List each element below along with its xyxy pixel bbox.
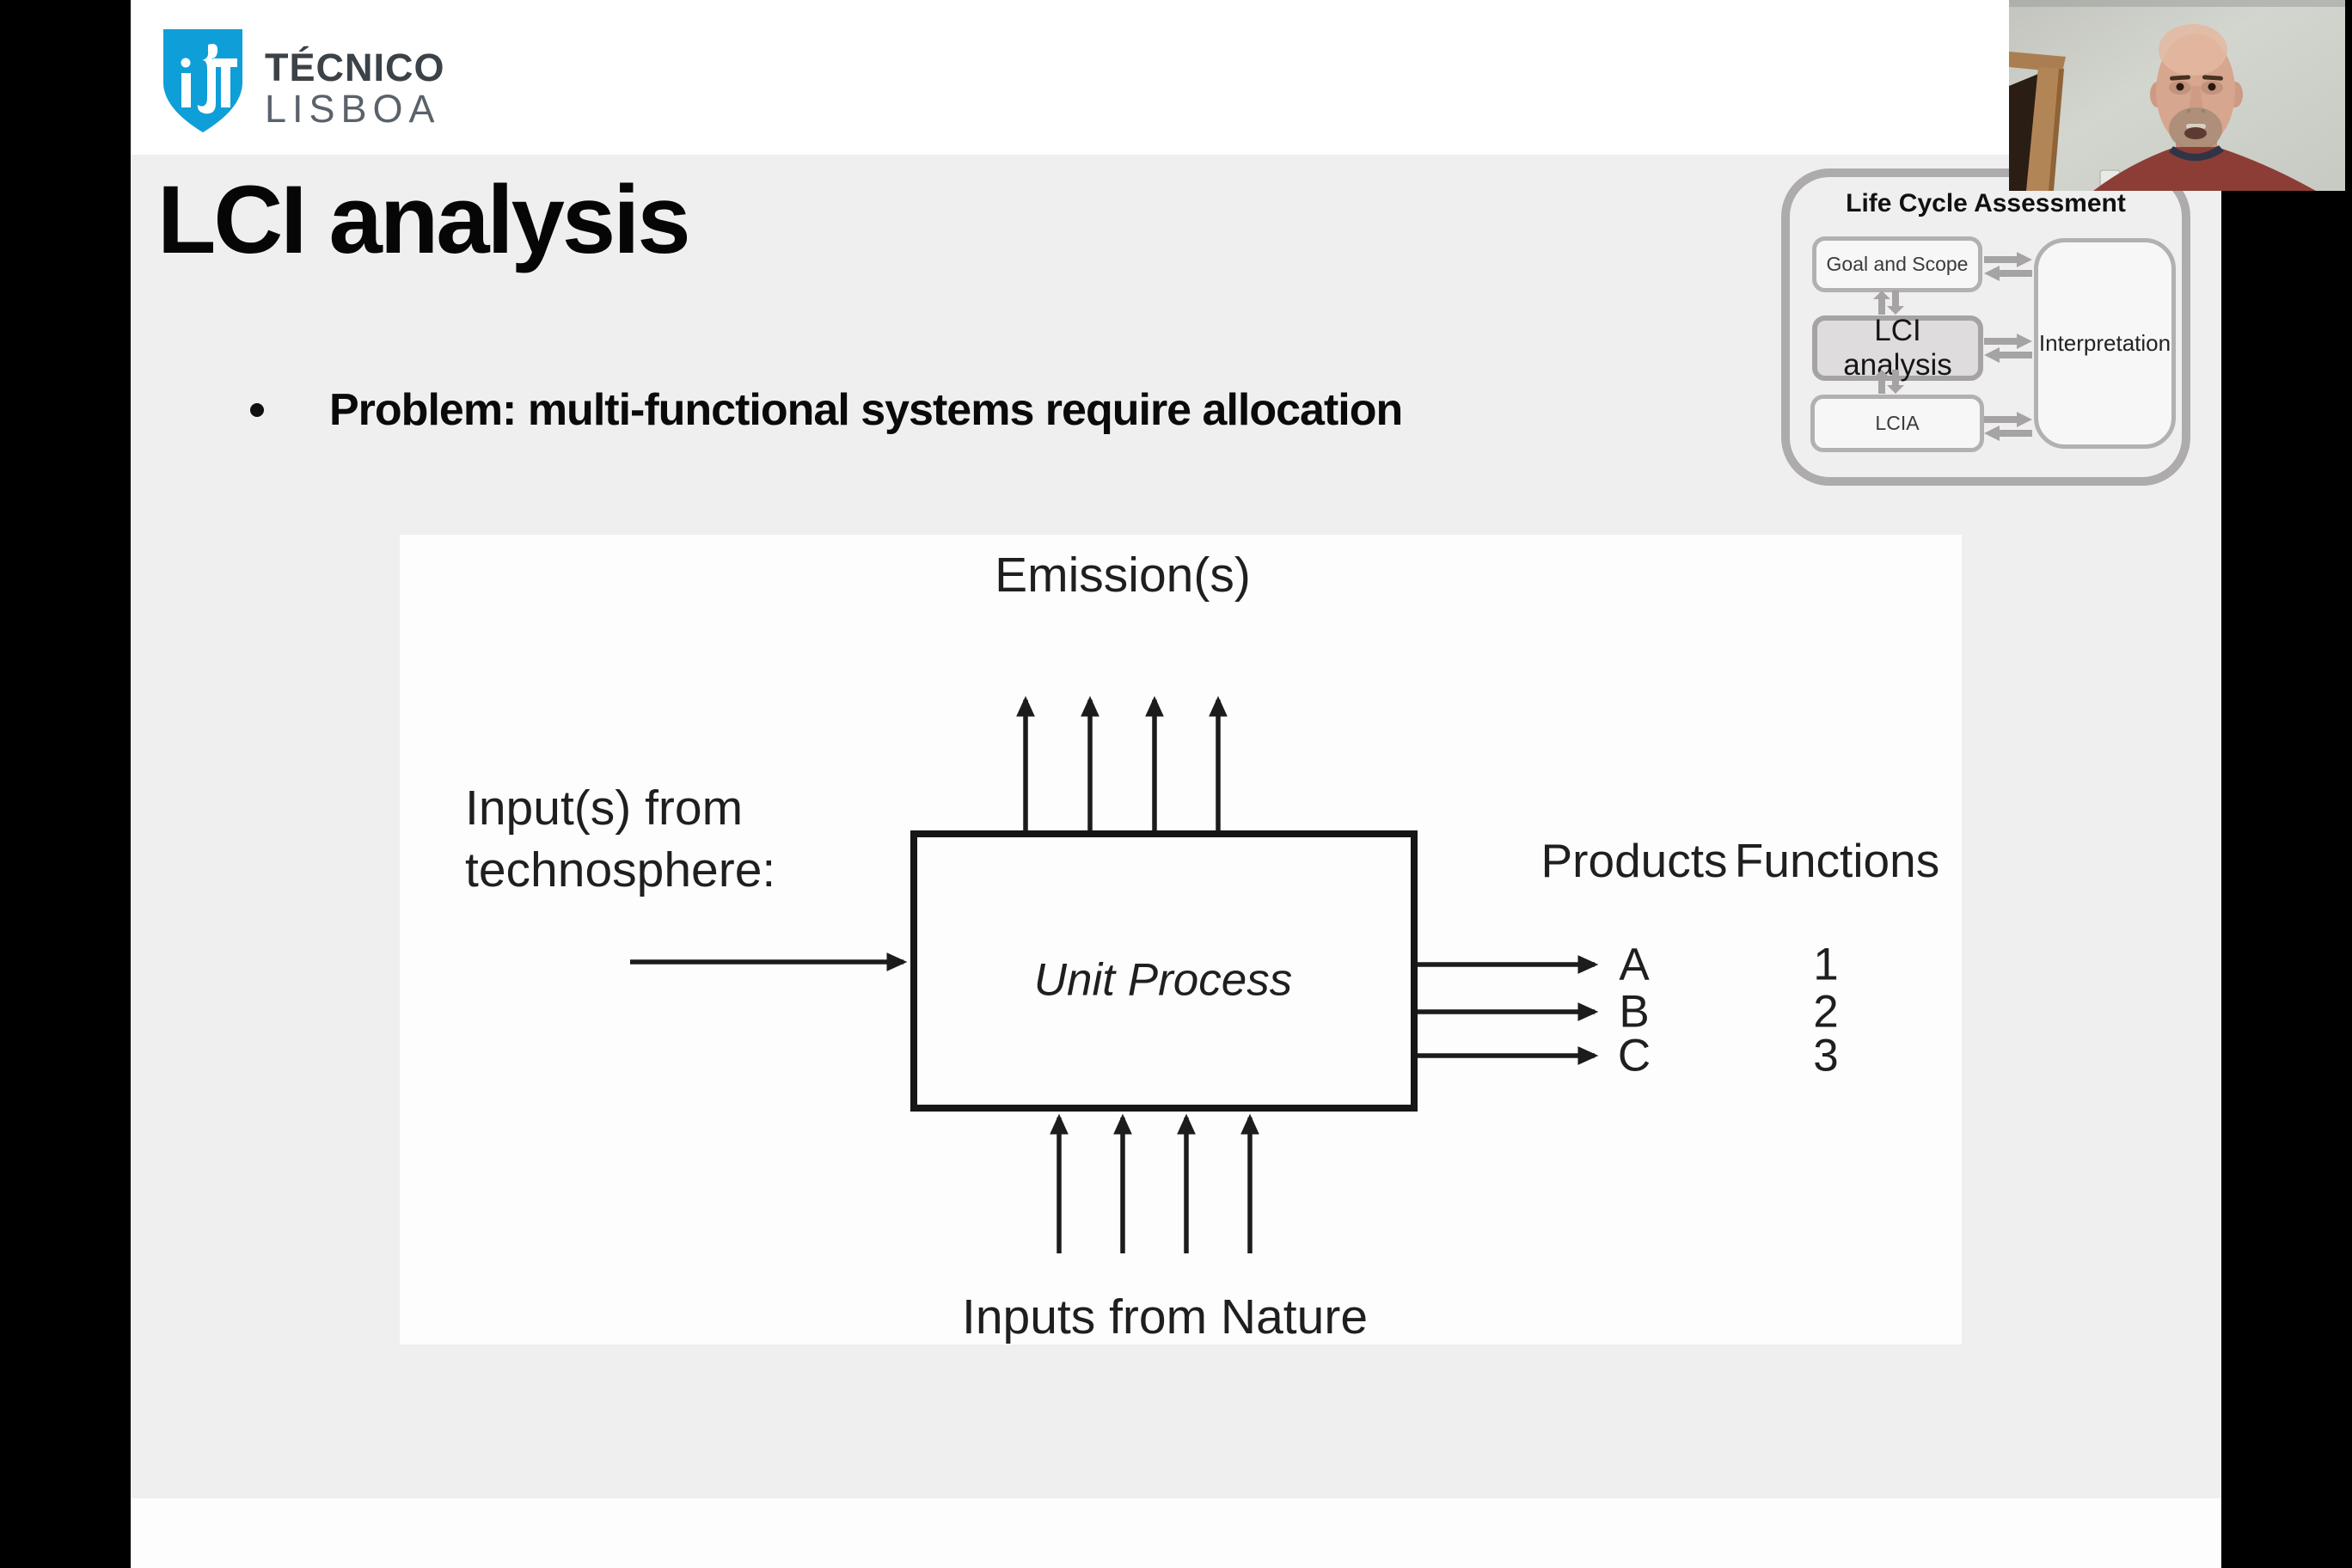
function-2: 2 <box>1813 986 1839 1038</box>
product-b: B <box>1619 986 1650 1038</box>
products-header: Products <box>1540 834 1728 887</box>
goal-and-scope-label: Goal and Scope <box>1826 253 1969 275</box>
unit-process-diagram: Emission(s) Input(s) from technosphere: … <box>400 535 1962 1344</box>
page-title: LCI analysis <box>157 166 691 273</box>
door <box>2009 52 2066 191</box>
ist-shield-icon <box>163 29 242 132</box>
emissions-label: Emission(s) <box>995 548 1251 603</box>
presenter-mouth <box>2184 127 2207 139</box>
presenter-shirt <box>2093 147 2316 191</box>
product-c: C <box>1617 1030 1651 1081</box>
technosphere-label-line1: Input(s) from <box>465 781 744 836</box>
presenter <box>2093 24 2316 191</box>
interpretation-box: Interpretation <box>2034 238 2176 449</box>
slide: TÉCNICO LISBOA LCI analysis Problem: mul… <box>131 0 2221 1568</box>
webcam-video <box>2009 0 2345 191</box>
bullet-text: Problem: multi-functional systems requir… <box>329 385 1403 435</box>
functions-header: Functions <box>1734 834 1940 887</box>
function-3: 3 <box>1813 1030 1839 1081</box>
slide-footer-band <box>131 1498 2221 1568</box>
lci-lcia-arrows-icon <box>1873 370 1904 394</box>
interpretation-label: Interpretation <box>2038 330 2171 356</box>
function-1: 1 <box>1813 939 1839 990</box>
logo-line-tecnico: TÉCNICO <box>265 46 445 89</box>
technosphere-label-line2: technosphere: <box>465 842 776 897</box>
inputs-nature-label: Inputs from Nature <box>961 1289 1369 1344</box>
slide-header-band <box>131 0 2221 155</box>
goal-interpretation-arrows-icon <box>1984 252 2032 281</box>
nature-input-arrows <box>1050 1113 1259 1253</box>
product-a: A <box>1619 939 1650 990</box>
lcia-interpretation-arrows-icon <box>1984 412 2032 441</box>
lcia-box: LCIA <box>1810 395 1984 452</box>
logo-line-lisboa: LISBOA <box>265 87 441 131</box>
unit-process-box <box>910 830 1418 1112</box>
shirt-collar <box>2169 145 2224 162</box>
emission-arrows <box>1016 695 1228 834</box>
webcam-scene <box>2009 0 2345 191</box>
unit-process-label: Unit Process <box>1033 954 1293 1006</box>
goal-lci-arrows-icon <box>1873 291 1904 315</box>
lca-overview-title: Life Cycle Assessment <box>1846 189 2126 217</box>
diagram-arrows <box>630 695 1599 1253</box>
ist-wordmark: TÉCNICO LISBOA <box>265 26 445 128</box>
bullet-marker <box>250 403 264 418</box>
lcia-label: LCIA <box>1875 412 1920 434</box>
technosphere-label: Input(s) from technosphere: <box>465 778 775 902</box>
product-output-arrows <box>1414 955 1599 1065</box>
bullet-item: Problem: multi-functional systems requir… <box>250 383 1403 437</box>
lci-interpretation-arrows-icon <box>1984 334 2032 363</box>
ist-logo: TÉCNICO LISBOA <box>160 26 445 136</box>
goal-and-scope-box: Goal and Scope <box>1812 236 1982 292</box>
lca-overview-diagram: Life Cycle Assessment Goal and Scope LCI… <box>1781 168 2190 486</box>
